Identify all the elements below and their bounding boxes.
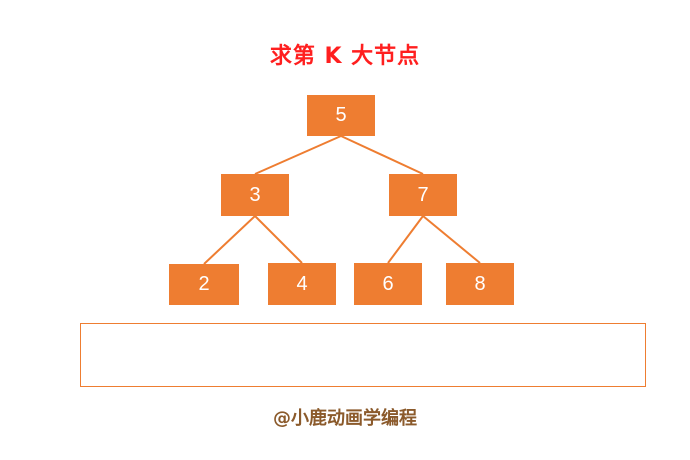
result-panel [80,323,646,387]
node-left: 3 [221,174,289,216]
diagram-title: 求第 K 大节点 [269,44,421,69]
edge-3-2 [203,215,256,265]
node-right: 7 [389,174,457,216]
edge-5-3 [254,135,342,175]
watermark-text: @小鹿动画学编程 [273,408,417,429]
edge-3-4 [254,215,303,264]
edge-7-8 [422,215,481,264]
node-left-left: 2 [169,264,239,305]
node-root: 5 [307,95,375,136]
edge-7-6 [387,215,424,264]
node-right-left: 6 [354,263,422,305]
edge-5-7 [340,135,424,175]
node-right-right: 8 [446,263,514,305]
node-left-right: 4 [268,263,336,305]
